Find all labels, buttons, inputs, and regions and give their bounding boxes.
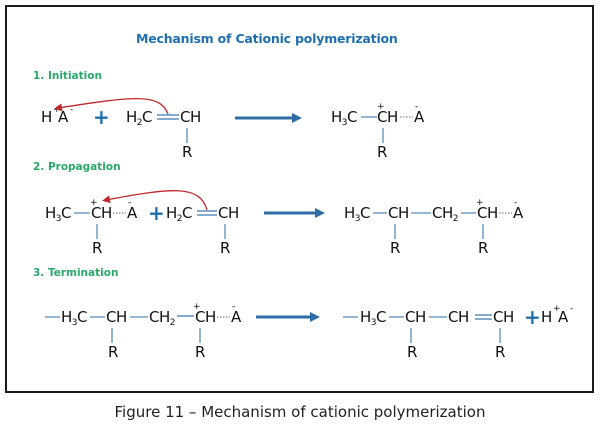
step-heading-termination: 3. Termination [33, 267, 119, 279]
atom-a: A [127, 204, 137, 222]
group-r: R [407, 343, 417, 361]
group-ch-cation: CH [377, 108, 398, 126]
group-r: R [390, 239, 400, 257]
group-h3c: H3C [360, 308, 386, 328]
group-r: R [220, 239, 230, 257]
charge-positive: + [377, 102, 385, 112]
charge-positive: + [193, 302, 201, 312]
group-ch2: CH2 [149, 308, 176, 328]
group-ch: CH [405, 308, 426, 326]
step-heading-initiation: 1. Initiation [33, 70, 102, 82]
group-h2c: H2C [126, 108, 152, 128]
group-r: R [478, 239, 488, 257]
group-h3c: H3C [61, 308, 87, 328]
charge-positive: + [553, 304, 561, 314]
plus-sign: + [148, 201, 165, 225]
group-ch: CH [448, 308, 469, 326]
group-r: R [92, 239, 102, 257]
atom-a: A [58, 108, 68, 126]
charge-positive: + [90, 198, 98, 208]
group-ch-cation: CH [195, 308, 216, 326]
charge-negative: - [415, 102, 419, 112]
group-h3c: H3C [344, 204, 370, 224]
group-r: R [195, 343, 205, 361]
group-h2c: H2C [166, 204, 192, 224]
charge-positive: + [476, 198, 484, 208]
group-r: R [182, 143, 192, 161]
charge-negative: - [232, 302, 236, 312]
group-ch: CH [106, 308, 127, 326]
group-h3c: H3C [331, 108, 357, 128]
group-r: R [377, 143, 387, 161]
figure-frame [5, 5, 594, 393]
step-heading-propagation: 2. Propagation [33, 161, 121, 173]
charge-negative: - [70, 105, 74, 115]
group-ch: CH [493, 308, 514, 326]
atom-a: A [231, 308, 241, 326]
group-ch-cation: CH [91, 204, 112, 222]
group-ch: CH [388, 204, 409, 222]
charge-negative: - [514, 198, 518, 208]
atom-a: A [513, 204, 523, 222]
plus-sign: + [93, 105, 110, 129]
plus-sign: + [524, 305, 541, 329]
group-r: R [108, 343, 118, 361]
group-h3c: H3C [45, 204, 71, 224]
figure-caption: Figure 11 – Mechanism of cationic polyme… [114, 403, 486, 421]
atom-h: H [541, 308, 552, 326]
figure-title: Mechanism of Cationic polymerization [136, 31, 398, 46]
group-ch: CH [218, 204, 239, 222]
group-ch2: CH2 [432, 204, 459, 224]
atom-a: A [414, 108, 424, 126]
charge-negative: - [570, 304, 574, 314]
group-ch: CH [180, 108, 201, 126]
group-ch-cation: CH [477, 204, 498, 222]
group-r: R [495, 343, 505, 361]
atom-a: A [558, 308, 568, 326]
atom-h: H [41, 108, 52, 126]
